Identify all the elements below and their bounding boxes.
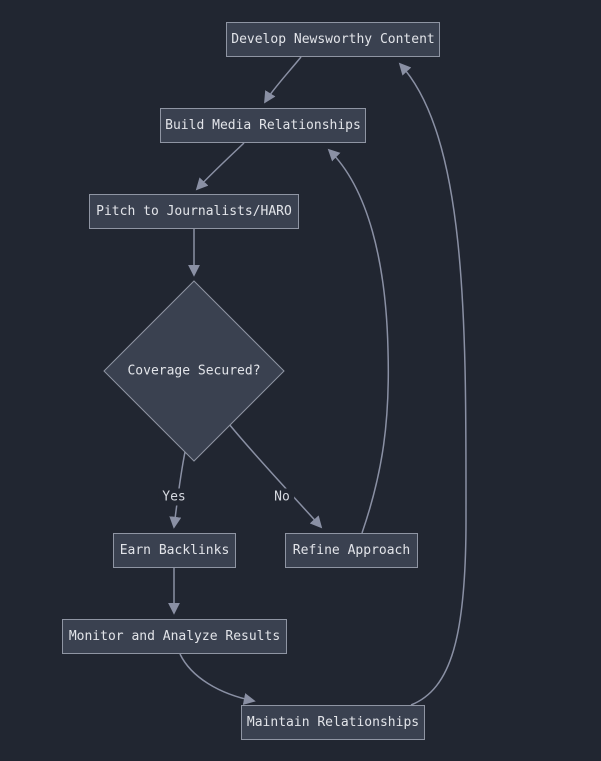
node-develop-newsworthy-content: Develop Newsworthy Content — [226, 22, 440, 57]
edge-decision-to-refine — [228, 423, 323, 529]
node-label: Pitch to Journalists/HARO — [96, 204, 292, 219]
node-label: Refine Approach — [292, 543, 411, 558]
edge-refine-to-build — [327, 148, 390, 534]
decision-label: Coverage Secured? — [127, 363, 261, 379]
node-label: Build Media Relationships — [165, 118, 361, 133]
edge-label-no: No — [270, 488, 294, 506]
edge-build-to-pitch — [195, 142, 245, 191]
edge-maintain-to-develop — [398, 62, 467, 706]
node-monitor-and-analyze-results: Monitor and Analyze Results — [62, 619, 287, 654]
node-refine-approach: Refine Approach — [285, 533, 418, 568]
node-maintain-relationships: Maintain Relationships — [241, 705, 425, 740]
node-label: Monitor and Analyze Results — [68, 629, 281, 644]
edge-monitor-to-maintain — [179, 653, 256, 705]
decision-diamond — [103, 280, 285, 462]
edge-label-yes: Yes — [158, 488, 190, 506]
node-earn-backlinks: Earn Backlinks — [113, 533, 236, 568]
edge-develop-to-build — [264, 56, 302, 104]
node-label: Develop Newsworthy Content — [231, 32, 435, 47]
node-pitch-to-journalists-haro: Pitch to Journalists/HARO — [89, 194, 299, 229]
node-label: Earn Backlinks — [119, 543, 230, 558]
node-label: Maintain Relationships — [246, 715, 420, 730]
node-build-media-relationships: Build Media Relationships — [160, 108, 366, 143]
